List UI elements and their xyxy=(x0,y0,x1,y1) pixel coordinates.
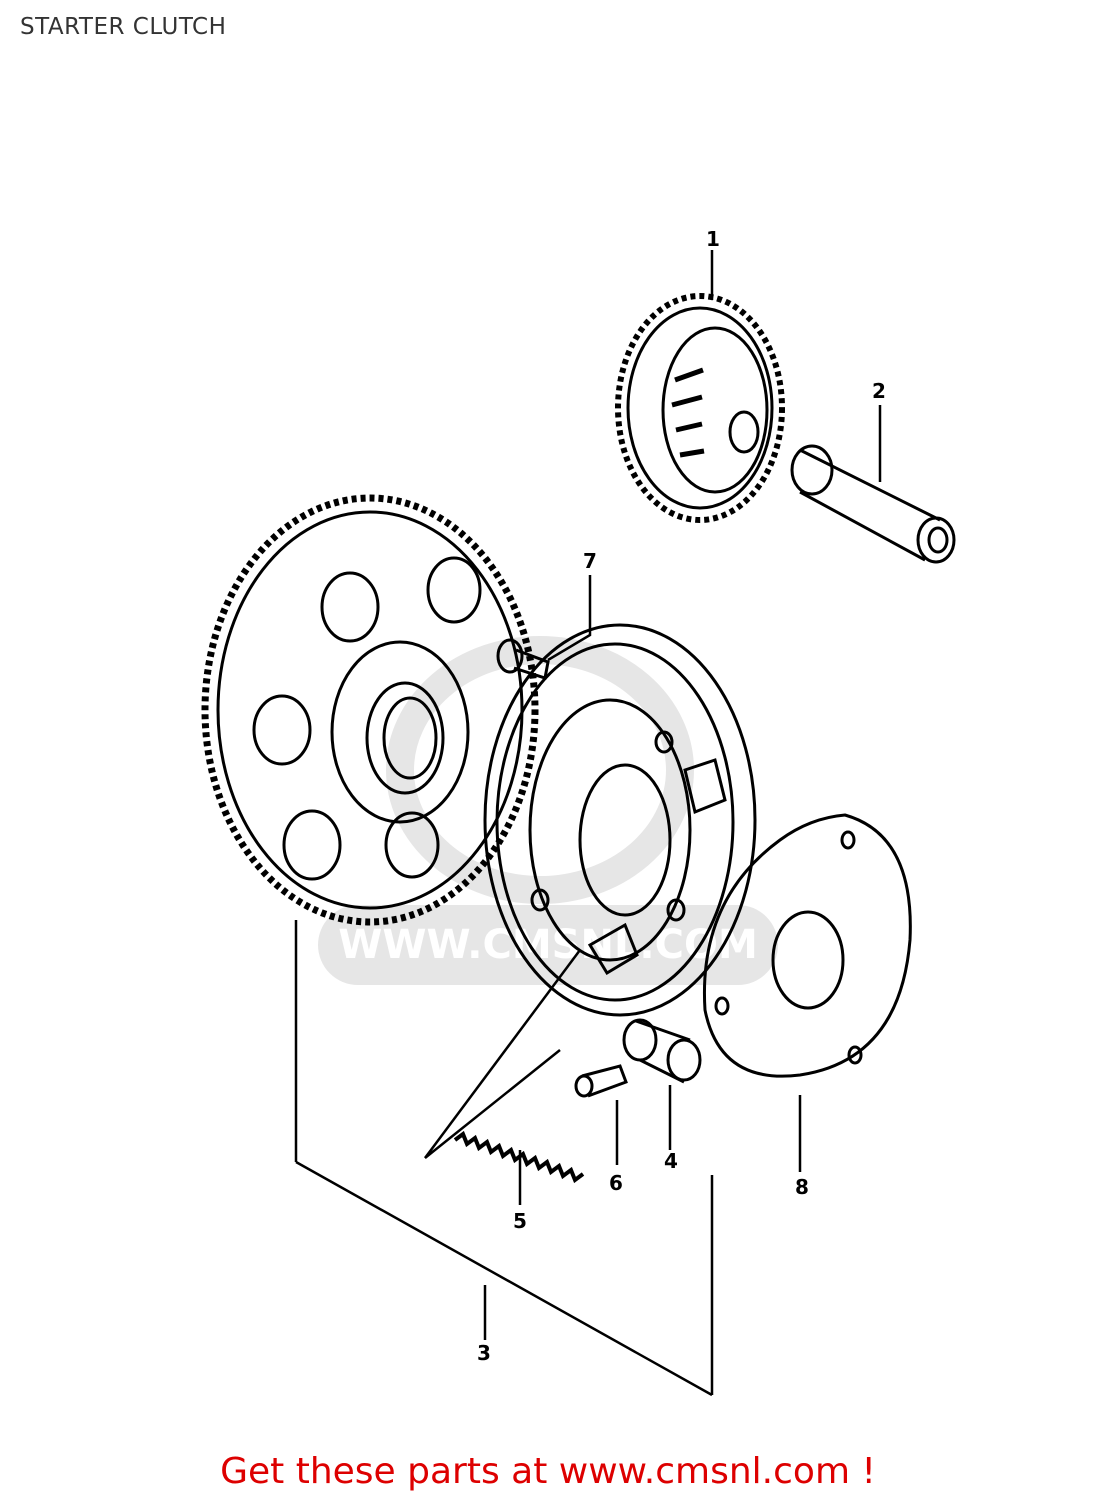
part-6-pin xyxy=(574,1064,628,1098)
callout-2: 2 xyxy=(872,379,886,403)
footer-promo-link[interactable]: Get these parts at www.cmsnl.com ! xyxy=(220,1451,876,1492)
callout-1: 1 xyxy=(706,227,720,251)
part-2-shaft xyxy=(790,444,956,564)
callout-5: 5 xyxy=(513,1209,527,1233)
page-title: STARTER CLUTCH xyxy=(20,14,227,40)
callout-3: 3 xyxy=(477,1341,491,1365)
part-1-driven-gear xyxy=(615,293,785,523)
callout-8: 8 xyxy=(795,1175,809,1199)
part-8-plate xyxy=(702,813,912,1078)
leader-lines xyxy=(294,250,882,1397)
watermark-logo: WWW.CMSNL.COM xyxy=(318,636,778,985)
svg-text:WWW.CMSNL.COM: WWW.CMSNL.COM xyxy=(338,922,758,968)
part-3-starter-clutch-gear xyxy=(201,494,539,926)
callout-7: 7 xyxy=(583,549,597,573)
part-4-roller xyxy=(622,1018,702,1084)
callout-6: 6 xyxy=(609,1171,623,1195)
callout-4: 4 xyxy=(664,1149,678,1173)
clutch-housing xyxy=(483,623,757,1017)
